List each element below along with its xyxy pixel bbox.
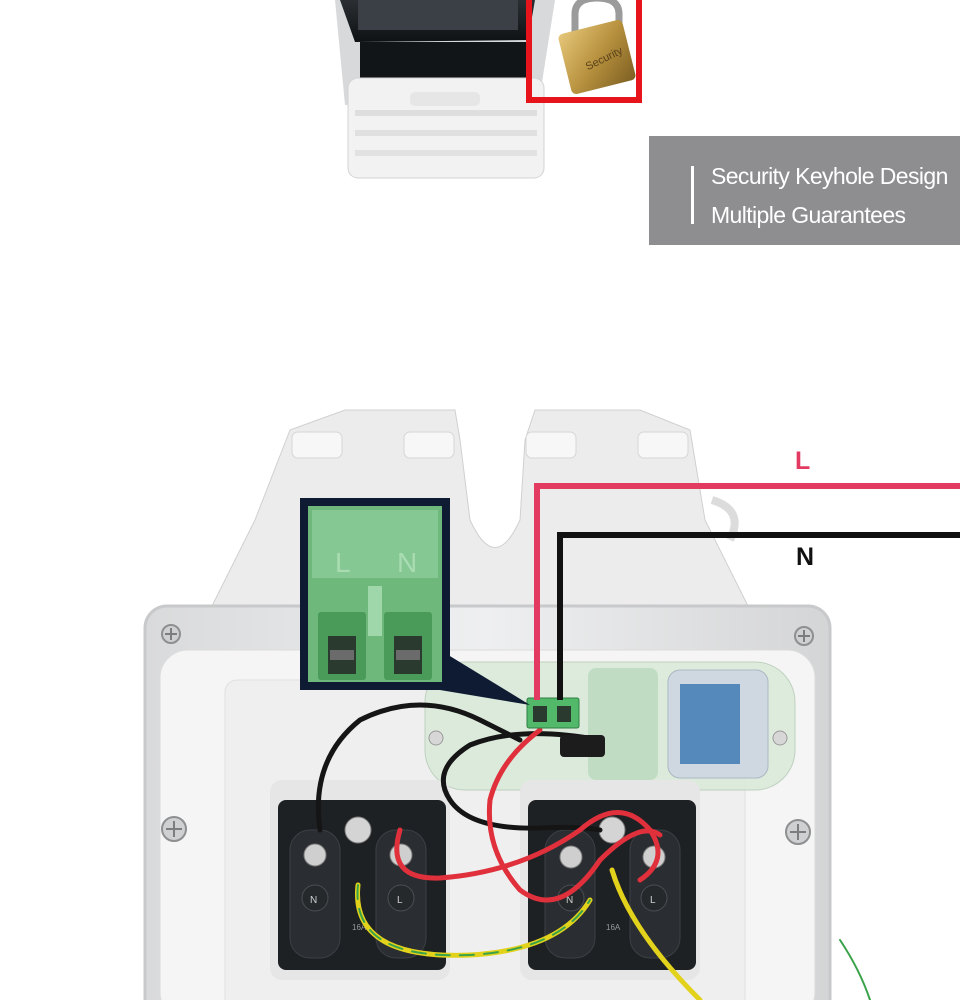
internal-wiring [315, 702, 871, 1000]
terminal-mark-l: L [335, 547, 351, 578]
banner-divider [691, 166, 694, 224]
left-socket-rating: 16A [352, 923, 367, 932]
wifi-module-board [424, 661, 796, 791]
board-terminal-block [526, 697, 605, 757]
terminal-mark-n: N [397, 547, 417, 578]
left-socket-l-mark: L [397, 895, 403, 906]
padlock-image: Security [558, 0, 636, 95]
terminal-zoom-inset [300, 498, 530, 705]
banner-line-1: Security Keyhole Design [711, 163, 948, 189]
housing-screws [161, 624, 814, 845]
padlock-highlight-box [526, 0, 642, 103]
right-socket-n-mark: N [566, 895, 573, 906]
feed-wires [534, 483, 960, 700]
left-socket-n-mark: N [310, 895, 317, 906]
socket-module-right [520, 780, 700, 980]
socket-cover-top [335, 0, 555, 179]
banner-line-2: Multiple Guarantees [711, 202, 906, 228]
right-socket-l-mark: L [650, 895, 656, 906]
socket-module-left [270, 780, 450, 980]
neutral-wire-label: N [796, 543, 815, 571]
live-wire-label: L [795, 447, 811, 475]
feature-banner: Security Keyhole Design Multiple Guarant… [649, 136, 960, 245]
right-socket-rating: 16A [606, 923, 621, 932]
